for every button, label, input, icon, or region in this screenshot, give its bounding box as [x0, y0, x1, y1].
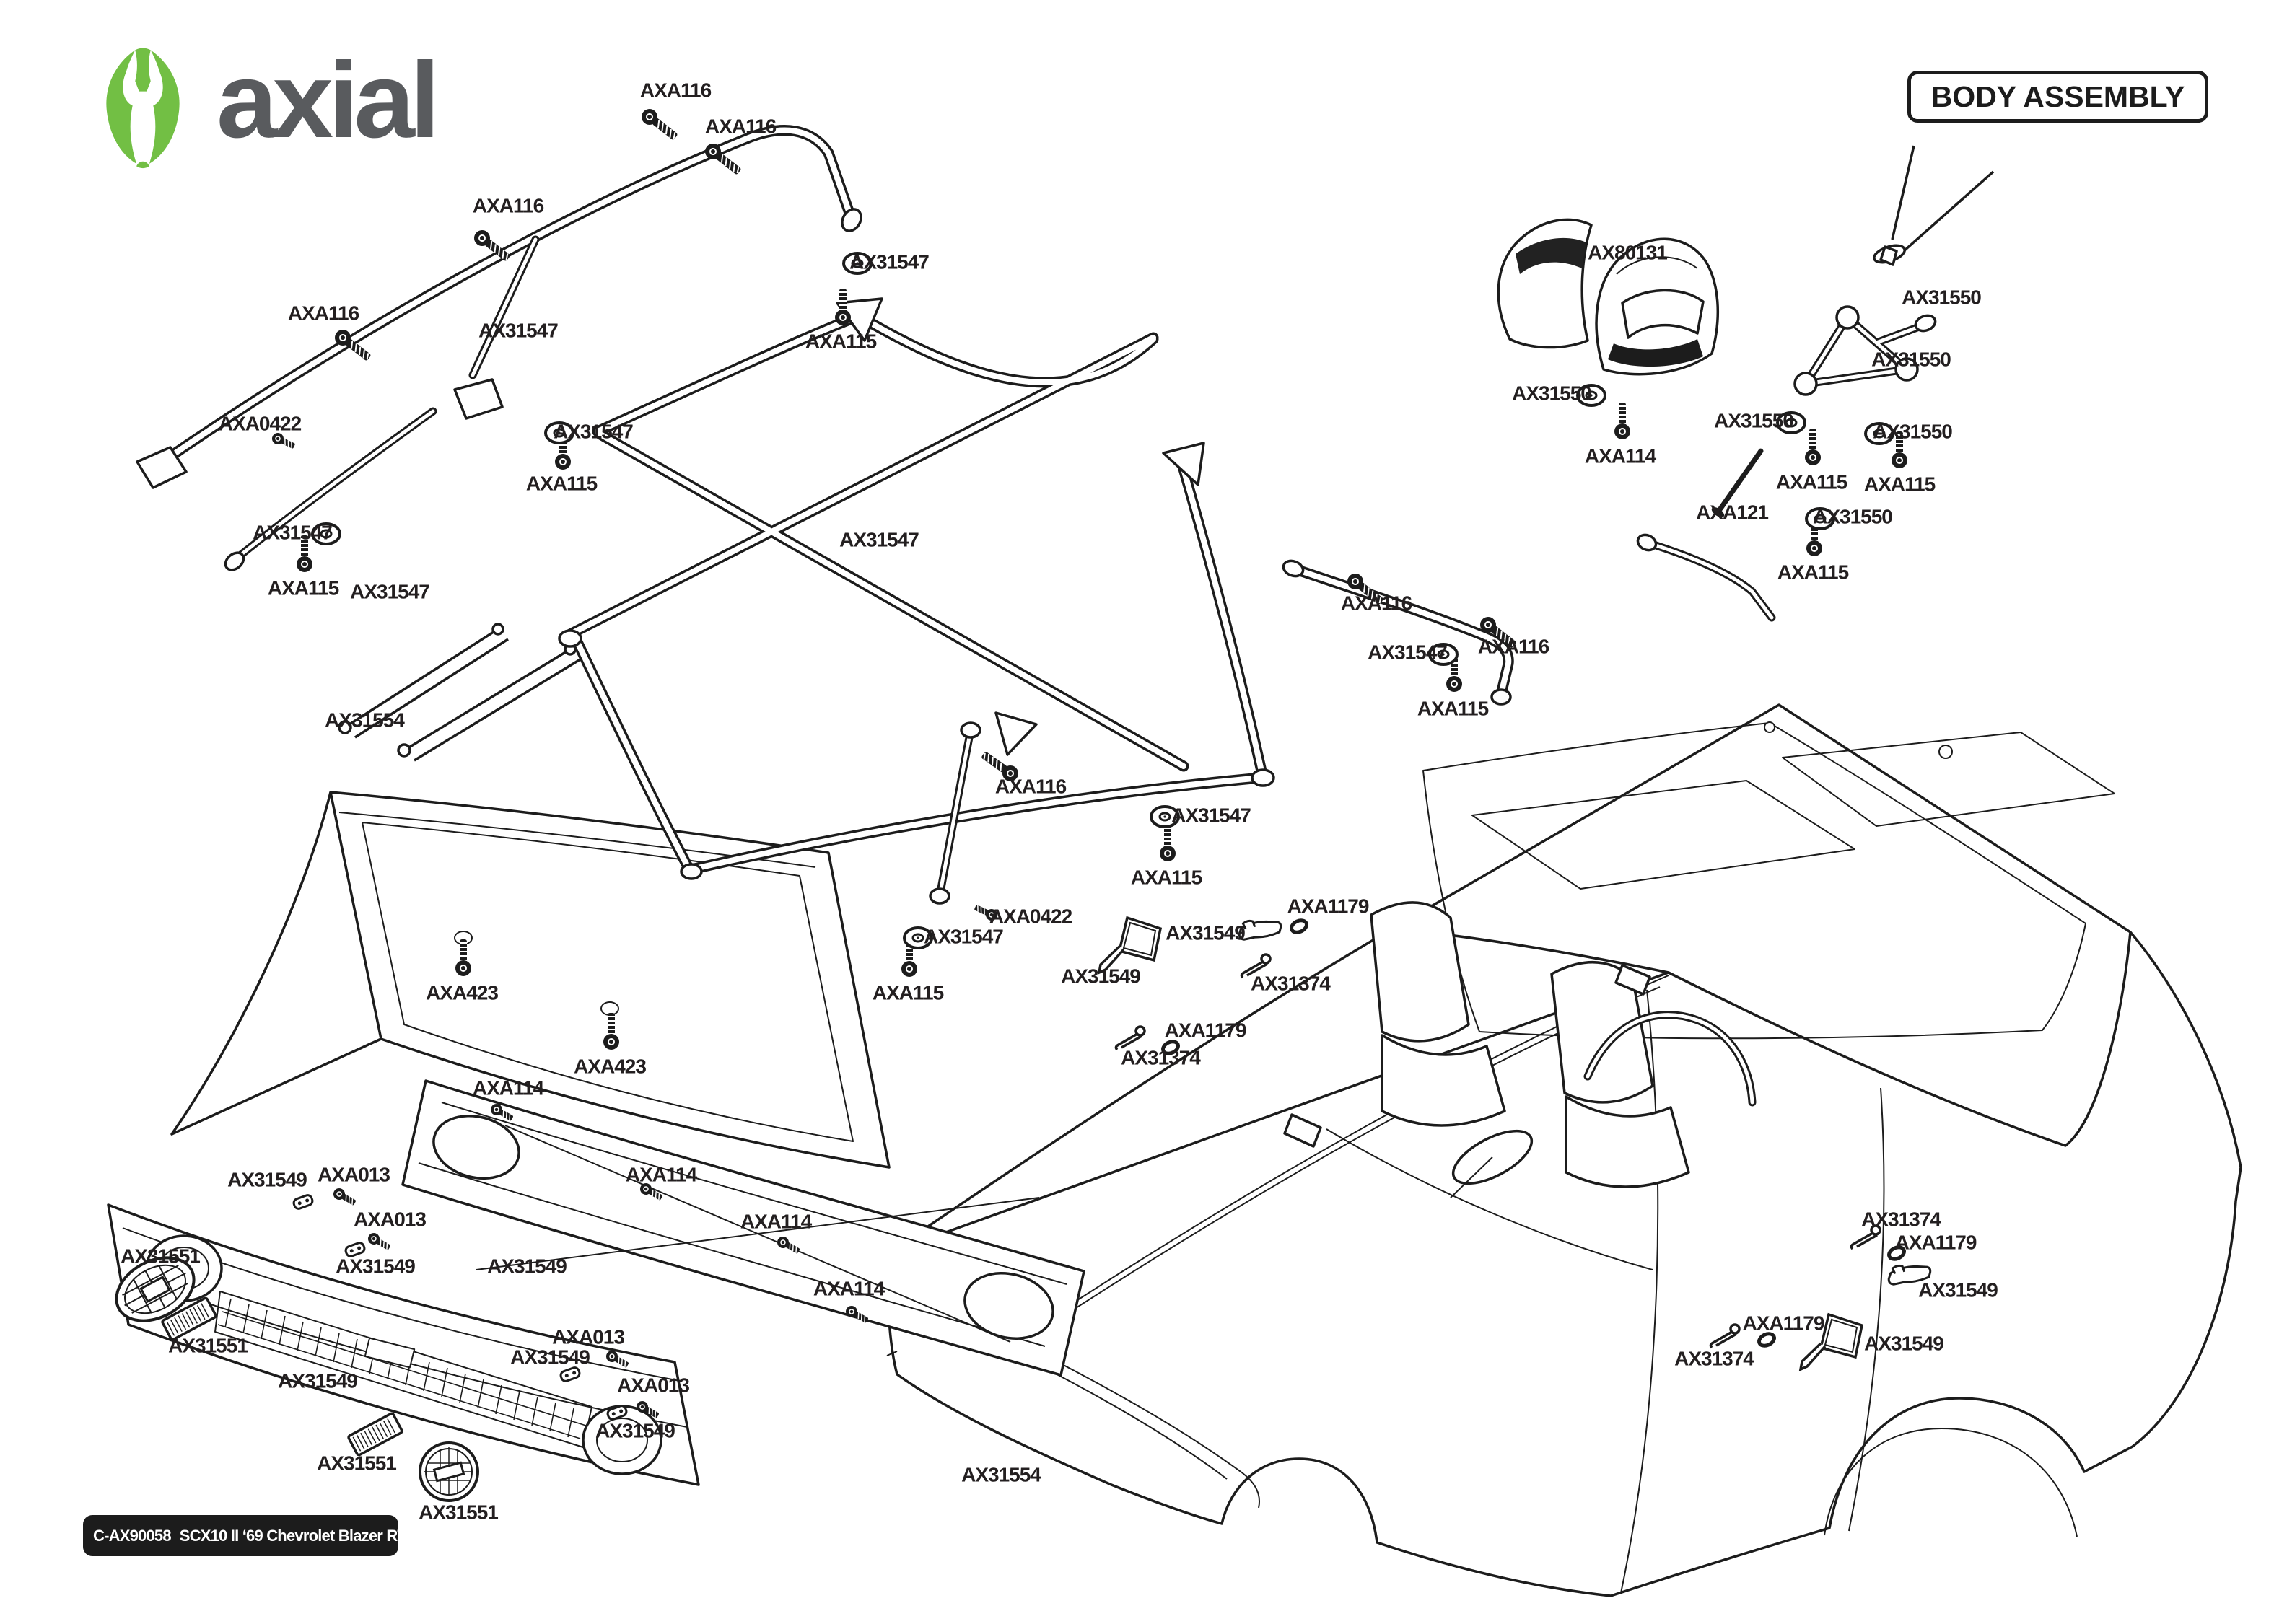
model-code: C-AX90058 — [93, 1526, 172, 1545]
screw-small-glyph — [331, 1185, 359, 1209]
blazer-body-shell-drawing — [886, 703, 2242, 1597]
screw-diag-glyph — [978, 747, 1023, 786]
mirror-glyph — [1098, 916, 1162, 974]
grille-insert-drawing — [401, 1079, 1085, 1377]
pin-long-glyph — [1710, 444, 1769, 519]
clip-glyph — [1114, 1025, 1146, 1051]
washer-glyph — [1776, 411, 1806, 434]
rear-cage-frame-drawing — [558, 297, 1275, 880]
washer-glyph — [1428, 643, 1459, 666]
handle-glyph — [1236, 913, 1284, 943]
screw-diag-glyph — [637, 105, 682, 144]
washer-glyph — [1864, 422, 1894, 445]
screw-small-glyph — [972, 901, 1000, 923]
body-assembly-badge: BODY ASSEMBLY — [1907, 71, 2208, 123]
axial-logo-icon — [106, 48, 180, 169]
oring-glyph — [1290, 918, 1308, 935]
screw-small-glyph — [365, 1230, 393, 1254]
washer-glyph — [1576, 384, 1606, 407]
washer-glyph — [544, 421, 574, 444]
screw-vert-glyph — [296, 535, 313, 573]
screw-vert-glyph — [1804, 428, 1822, 466]
antenna-drawing — [1873, 145, 1995, 266]
washer-glyph — [1805, 507, 1835, 530]
screw-vert-glyph — [1891, 431, 1908, 469]
washer-glyph — [1150, 805, 1180, 828]
grille-drawing — [107, 1203, 700, 1486]
model-id-plate: C-AX90058 SCX10 II ‘69 Chevrolet Blazer … — [83, 1515, 418, 1556]
front-roll-hoop-drawing — [136, 125, 862, 571]
wiper-arms-drawing — [338, 623, 581, 762]
model-name: SCX10 II ‘69 Chevrolet Blazer RTR — [179, 1526, 418, 1545]
clip-small-glyph — [343, 1240, 367, 1259]
axial-logo: axial — [85, 40, 440, 169]
screw-small-glyph — [269, 430, 297, 452]
clip-small-glyph — [291, 1193, 315, 1211]
screw-vert-glyph — [1614, 402, 1631, 440]
badge-rect-glyph — [346, 1411, 404, 1457]
oring-glyph — [1161, 1040, 1180, 1056]
clip-glyph — [1240, 953, 1272, 979]
washer-glyph — [311, 522, 341, 545]
axial-wordmark: axial — [217, 40, 440, 161]
side-bar-drawing — [929, 533, 1776, 905]
screw-vert-glyph — [1159, 824, 1176, 862]
emblem-round-glyph — [419, 1441, 479, 1502]
badge-label: BODY ASSEMBLY — [1930, 79, 2185, 113]
mount-bracket-drawing — [1793, 305, 1937, 396]
washer-glyph — [903, 926, 933, 949]
washer-glyph — [842, 252, 873, 275]
driver-helmet-drawing — [1497, 218, 1720, 376]
